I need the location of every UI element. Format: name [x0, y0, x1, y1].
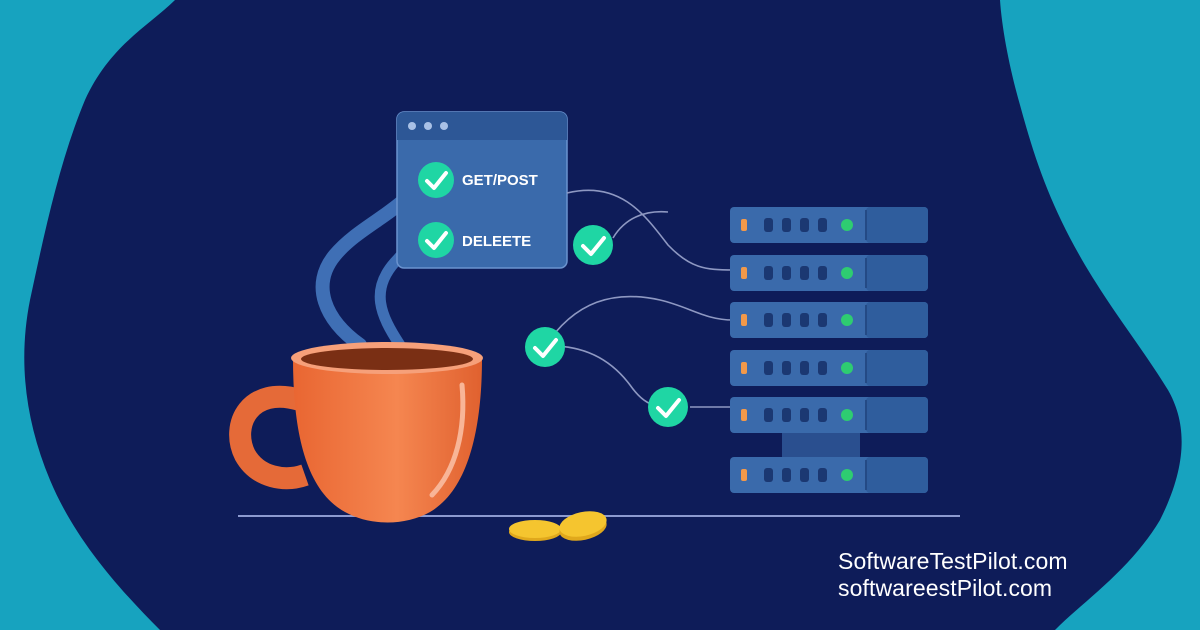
brand-text-primary: SoftwareTestPilot.com — [838, 548, 1068, 574]
server-slot — [800, 468, 809, 482]
server-slot — [782, 361, 791, 375]
browser-window: GET/POST DELEETE — [396, 111, 568, 269]
server-slot — [818, 218, 827, 232]
server-slot — [800, 218, 809, 232]
server-status-led — [841, 362, 853, 374]
server-slot — [818, 361, 827, 375]
server-slot — [764, 218, 773, 232]
server-unit — [730, 457, 928, 493]
server-accent-led — [741, 362, 747, 374]
server-slot — [764, 361, 773, 375]
brand-text-secondary: softwareestPilot.com — [838, 575, 1053, 601]
server-slot — [818, 468, 827, 482]
server-accent-led — [741, 409, 747, 421]
server-unit — [730, 207, 928, 243]
coffee-surface — [301, 348, 473, 370]
method-label-delete: DELEETE — [462, 233, 531, 250]
teal-blob-left — [0, 0, 175, 630]
server-slot — [782, 408, 791, 422]
server-unit — [730, 350, 928, 386]
check-icon — [418, 222, 454, 258]
server-slot — [764, 266, 773, 280]
server-status-led — [841, 409, 853, 421]
server-status-led — [841, 267, 853, 279]
server-status-led — [841, 469, 853, 481]
server-unit — [730, 255, 928, 291]
server-accent-led — [741, 314, 747, 326]
server-slot — [800, 266, 809, 280]
server-unit — [730, 397, 928, 433]
window-dot — [408, 122, 416, 130]
cup-body — [293, 358, 482, 523]
coin-icon — [509, 511, 607, 541]
connector-lines — [543, 189, 734, 408]
server-status-led — [841, 219, 853, 231]
coffee-cup-icon — [229, 342, 483, 523]
server-accent-led — [741, 267, 747, 279]
check-icon — [648, 387, 688, 427]
server-accent-led — [741, 469, 747, 481]
server-slot — [764, 468, 773, 482]
server-slot — [782, 313, 791, 327]
check-icon — [525, 327, 565, 367]
server-unit — [730, 302, 928, 338]
teal-blob-right — [1000, 0, 1200, 630]
check-icon — [573, 225, 613, 265]
server-slot — [782, 218, 791, 232]
cup-highlight — [429, 382, 466, 498]
server-slot — [782, 266, 791, 280]
server-slot — [764, 313, 773, 327]
method-label-get-post: GET/POST — [462, 172, 538, 189]
server-slot — [800, 313, 809, 327]
server-accent-led — [741, 219, 747, 231]
server-slot — [764, 408, 773, 422]
window-dot — [424, 122, 432, 130]
cup-handle — [229, 385, 309, 490]
server-slot — [818, 313, 827, 327]
rack-stand — [782, 430, 860, 460]
server-slot — [818, 266, 827, 280]
window-dot — [440, 122, 448, 130]
server-slot — [818, 408, 827, 422]
check-icon — [418, 162, 454, 198]
server-slot — [782, 468, 791, 482]
server-status-led — [841, 314, 853, 326]
server-slot — [800, 361, 809, 375]
server-rack-icon — [730, 207, 928, 493]
server-slot — [800, 408, 809, 422]
